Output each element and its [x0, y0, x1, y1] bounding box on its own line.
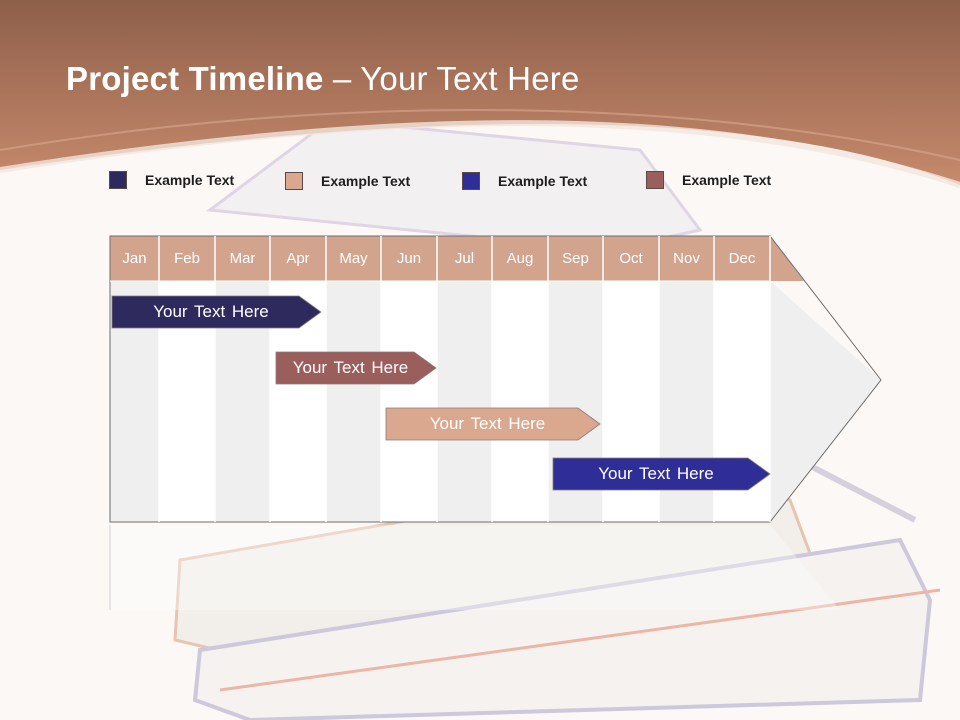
legend-label: Example Text: [682, 172, 772, 188]
month-header-cell: [215, 236, 270, 281]
legend-item-2: Example Text: [285, 171, 410, 191]
month-label-dec: Dec: [728, 250, 756, 267]
month-header-cell: [437, 236, 492, 281]
month-header-cell: [548, 236, 603, 281]
month-label-jan: Jan: [122, 250, 147, 267]
month-label-mar: Mar: [229, 250, 256, 267]
month-header-cell: [270, 236, 326, 281]
task-bar-label-2: Your Text Here: [292, 358, 409, 377]
legend-item-4: Example Text: [646, 170, 771, 190]
month-header-cell: [659, 236, 714, 281]
month-header-cell: [326, 236, 381, 281]
title-bold: Project Timeline: [66, 60, 324, 97]
task-bar-2: [275, 351, 437, 385]
timeline-arrow-head: [770, 281, 881, 522]
month-label-jul: Jul: [454, 250, 475, 267]
month-label-nov: Nov: [673, 250, 700, 267]
month-header-cell: [603, 236, 659, 281]
month-column: [381, 281, 437, 522]
legend-swatch: [285, 172, 303, 190]
month-column: [437, 281, 492, 522]
month-label-aug: Aug: [506, 250, 534, 267]
legend-item-1: Example Text: [109, 170, 234, 190]
task-bar-label-4: Your Text Here: [598, 464, 714, 483]
task-bar-1: [111, 295, 322, 329]
task-bar-label-1: Your Text Here: [153, 302, 269, 321]
month-header-cell: [492, 236, 548, 281]
timeline-outline: [109, 235, 882, 523]
page-title: Project Timeline – Your Text Here: [66, 60, 580, 98]
month-label-may: May: [339, 250, 368, 267]
month-column: [326, 281, 381, 522]
legend-label: Example Text: [321, 173, 411, 189]
legend-label: Example Text: [498, 173, 588, 189]
month-header-cell: [110, 236, 159, 281]
month-header-cell: [381, 236, 437, 281]
legend-swatch: [109, 171, 127, 189]
task-bar-3: [385, 407, 601, 441]
month-header-cell: [714, 236, 770, 281]
legend-swatch: [462, 172, 480, 190]
month-label-feb: Feb: [174, 250, 200, 267]
legend-item-3: Example Text: [462, 171, 587, 191]
month-label-apr: Apr: [286, 250, 310, 267]
month-column: [492, 281, 548, 522]
legend-swatch: [646, 171, 664, 189]
task-bar-4: [552, 457, 771, 491]
month-label-sep: Sep: [562, 250, 589, 267]
task-bar-label-3: Your Text Here: [429, 414, 546, 433]
title-rest: – Your Text Here: [323, 60, 580, 97]
month-label-jun: Jun: [396, 250, 422, 267]
month-label-oct: Oct: [619, 250, 643, 267]
legend-label: Example Text: [145, 172, 235, 188]
month-header-cell: [159, 236, 215, 281]
